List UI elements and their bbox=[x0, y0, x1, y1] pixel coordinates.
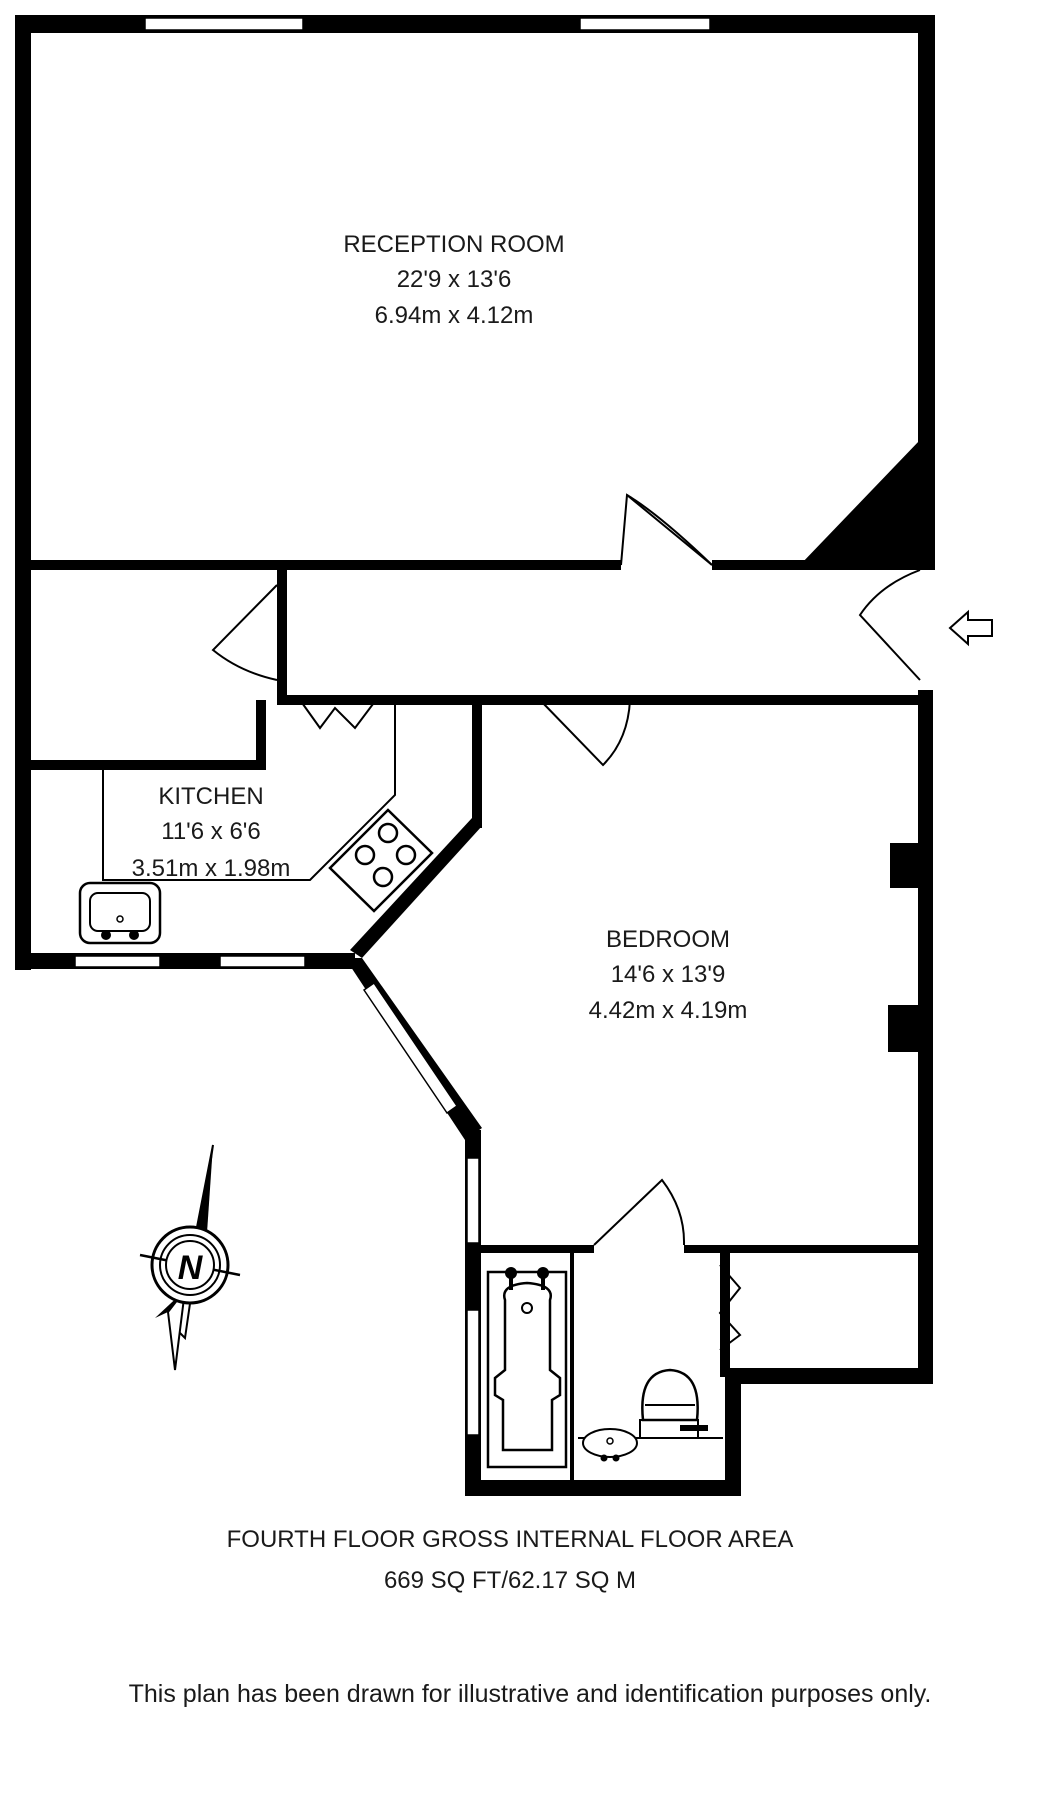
kitchen-worktop bbox=[102, 700, 396, 881]
bedroom-metric: 4.42m x 4.19m bbox=[589, 997, 748, 1024]
entrance-arrow-icon bbox=[948, 609, 993, 647]
north-compass-icon: N bbox=[139, 1144, 241, 1371]
bathtub-icon bbox=[486, 1267, 568, 1469]
doors bbox=[211, 493, 921, 1351]
disclaimer-text: This plan has been drawn for illustrativ… bbox=[129, 1680, 932, 1708]
reception-imperial: 22'9 x 13'6 bbox=[397, 266, 512, 293]
reception-metric: 6.94m x 4.12m bbox=[375, 302, 534, 329]
kitchen-sink-icon bbox=[78, 881, 162, 945]
hob-icon bbox=[328, 808, 434, 913]
kitchen-metric: 3.51m x 1.98m bbox=[132, 855, 291, 882]
reception-name: RECEPTION ROOM bbox=[343, 231, 564, 258]
compass-letter: N bbox=[178, 1249, 204, 1287]
windows bbox=[74, 17, 711, 1436]
bedroom-name: BEDROOM bbox=[606, 926, 730, 953]
kitchen-imperial: 11'6 x 6'6 bbox=[161, 818, 260, 845]
bedroom-label: BEDROOM 14'6 x 13'9 4.42m x 4.19m bbox=[589, 926, 748, 1024]
reception-room-label: RECEPTION ROOM 22'9 x 13'6 6.94m x 4.12m bbox=[343, 231, 564, 329]
kitchen-label: KITCHEN 11'6 x 6'6 3.51m x 1.98m bbox=[132, 783, 291, 882]
floor-area-title: FOURTH FLOOR GROSS INTERNAL FLOOR AREA bbox=[227, 1526, 794, 1553]
interior-walls bbox=[28, 440, 930, 1483]
toilet-icon bbox=[639, 1368, 708, 1439]
kitchen-name: KITCHEN bbox=[158, 783, 263, 810]
bedroom-imperial: 14'6 x 13'9 bbox=[611, 961, 726, 988]
floor-area-value: 669 SQ FT/62.17 SQ M bbox=[384, 1567, 636, 1594]
